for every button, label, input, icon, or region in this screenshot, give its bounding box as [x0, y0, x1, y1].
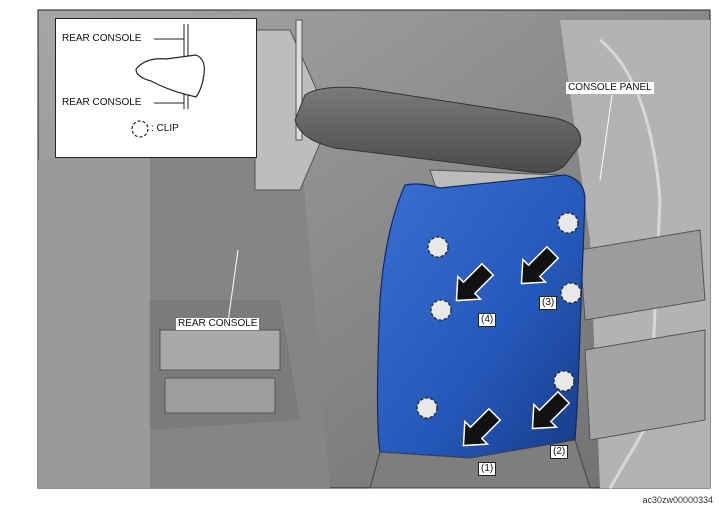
leader-lines	[227, 94, 613, 323]
inset-drawing	[131, 24, 205, 138]
clip-marker	[557, 212, 579, 234]
inset-top-label: REAR CONSOLE	[62, 33, 142, 44]
rear-console-label: REAR CONSOLE	[176, 318, 260, 330]
arrow-step-3	[520, 245, 560, 285]
removal-arrows	[455, 245, 571, 447]
arrow-step-4	[455, 262, 495, 302]
step-label-4: (4)	[478, 313, 497, 327]
arrow-step-2	[531, 390, 571, 430]
vehicle-interior-background	[38, 19, 710, 489]
clip-marker	[560, 282, 582, 304]
figure-id: ac30zw00000334	[642, 495, 713, 505]
console-panel-label: CONSOLE PANEL	[566, 82, 654, 94]
step-label-1: (1)	[478, 462, 497, 476]
clip-marker	[553, 370, 575, 392]
clip-markers	[416, 212, 582, 419]
clip-legend-text: : CLIP	[151, 123, 179, 134]
step-label-3: (3)	[539, 296, 558, 310]
inset-bottom-label: REAR CONSOLE	[62, 97, 142, 108]
clip-marker	[427, 236, 449, 258]
step-label-2: (2)	[550, 445, 569, 459]
clip-marker	[430, 299, 452, 321]
clip-detail-inset: REAR CONSOLE REAR CONSOLE : CLIP	[55, 18, 257, 158]
clip-marker	[416, 397, 438, 419]
arrow-step-1	[462, 407, 502, 447]
